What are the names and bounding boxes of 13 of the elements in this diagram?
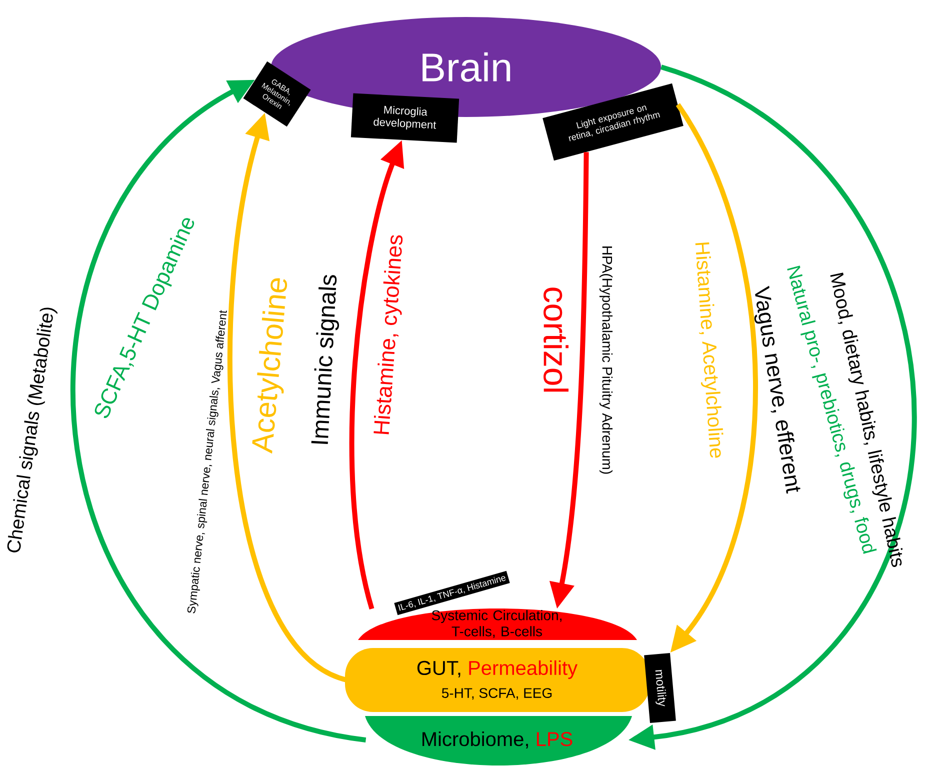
signal-label: Histamine, Acetylcholine — [695, 242, 724, 458]
signal-label: Histamine, cytokines — [374, 235, 403, 434]
edge-label: Chemical signals (Metabolite) — [7, 308, 58, 552]
label-tag: Light exposure on retina, circadian rhythm — [542, 83, 684, 161]
edge-label: Sympatic nerve, spinal nerve, neural signals, Vagus afferent — [187, 310, 227, 614]
gut-band: GUT, Permeability 5-HT, SCFA, EEG — [345, 648, 650, 712]
signal-label: Acetylcholine — [252, 278, 288, 454]
microbiome-band: Microbiome, LPS — [365, 716, 632, 766]
edge-label: HPA(Hypothalamic Pituitry Adrenum) — [599, 246, 613, 474]
label-tag: Microglia development — [350, 93, 460, 143]
edge-label: Immunic signals — [311, 275, 340, 444]
signal-label: cortizol — [544, 288, 568, 392]
label-tag: motility — [644, 653, 676, 724]
